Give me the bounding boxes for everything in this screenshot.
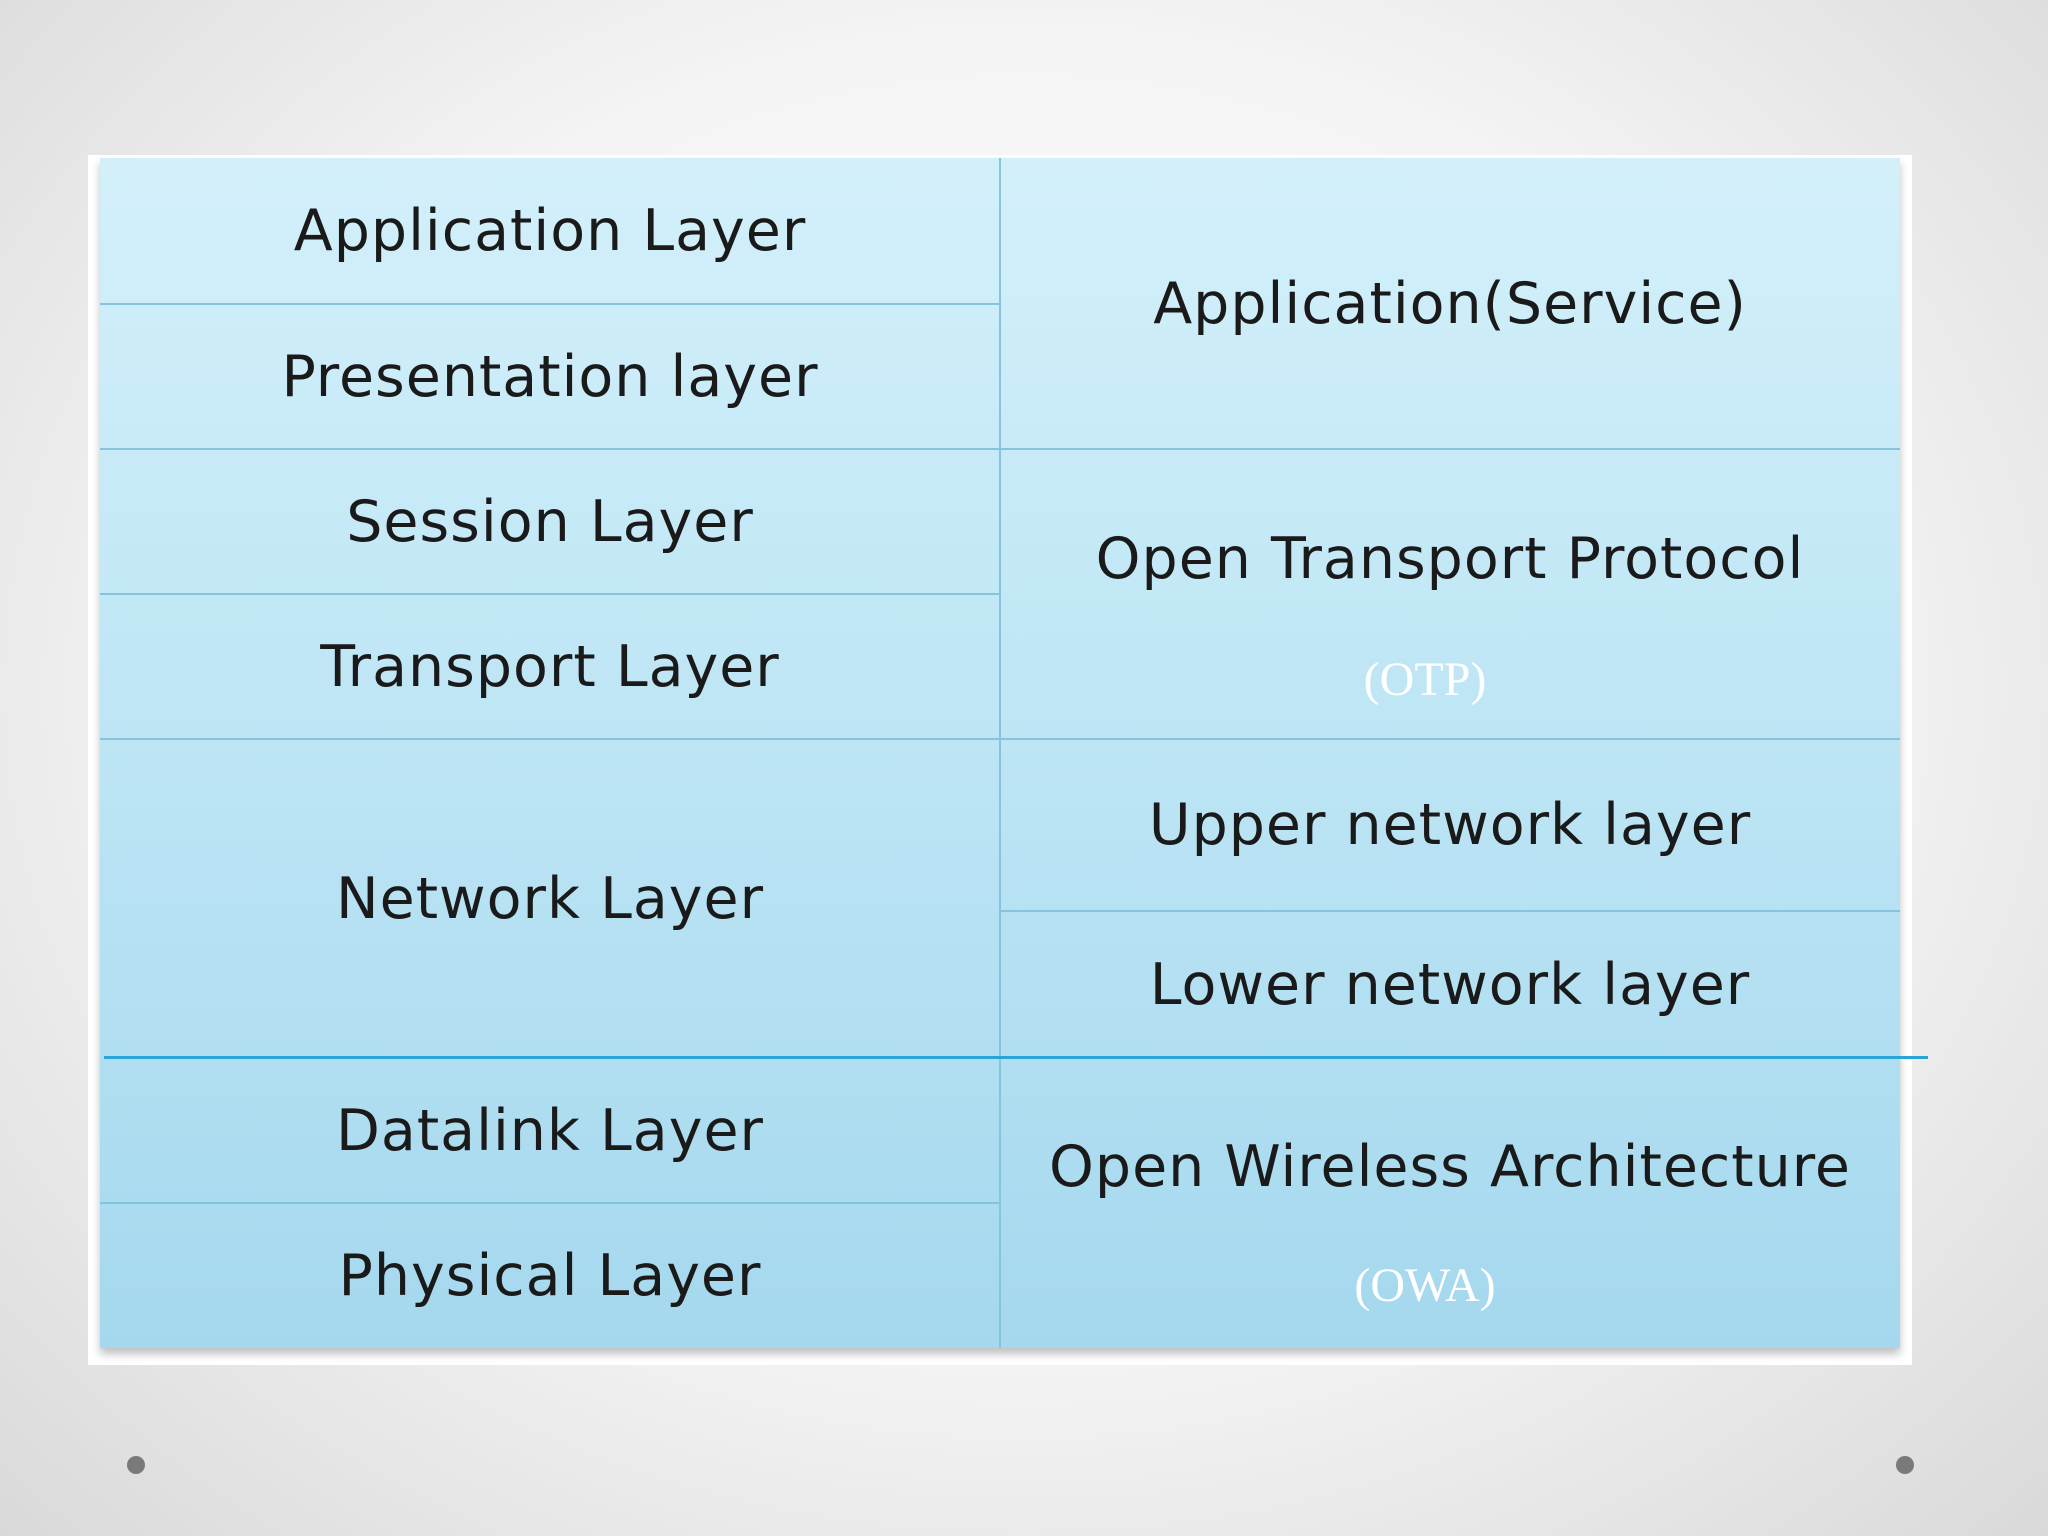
otp-label: Open Transport Protocol xyxy=(1095,526,1805,592)
otp-cell: Open Transport Protocol xyxy=(1000,449,1900,669)
lower-network-layer-cell: Lower network layer xyxy=(1149,951,1751,1018)
presentation-layer-cell: Presentation layer xyxy=(281,343,819,410)
application-layer-cell: Application Layer xyxy=(293,198,807,264)
osi-vs-4g-layer-table: Application Layer Presentation layer Ses… xyxy=(100,158,1900,1348)
owa-cell: Open Wireless Architecture xyxy=(1000,1058,1900,1276)
upper-network-layer-cell: Upper network layer xyxy=(1148,792,1752,858)
grid-line xyxy=(100,593,1000,595)
network-layer-cell: Network Layer xyxy=(335,865,765,932)
datalink-layer-cell: Datalink Layer xyxy=(336,1097,764,1164)
owa-abbreviation: (OWA) xyxy=(1354,1259,1496,1312)
session-layer-cell: Session Layer xyxy=(346,488,754,555)
grid-line xyxy=(1000,910,1900,912)
otp-abbreviation: (OTP) xyxy=(1363,653,1487,706)
accent-divider-line xyxy=(104,1056,1928,1059)
decoration-dot-right xyxy=(1896,1456,1914,1474)
decoration-dot-left xyxy=(127,1456,145,1474)
owa-label: Open Wireless Architecture xyxy=(1049,1134,1851,1200)
physical-layer-cell: Physical Layer xyxy=(338,1242,762,1309)
grid-line xyxy=(100,303,1000,305)
transport-layer-cell: Transport Layer xyxy=(320,633,780,700)
column-divider xyxy=(999,158,1001,1348)
grid-line xyxy=(100,1202,1000,1204)
application-service-cell: Application(Service) xyxy=(1153,270,1747,337)
